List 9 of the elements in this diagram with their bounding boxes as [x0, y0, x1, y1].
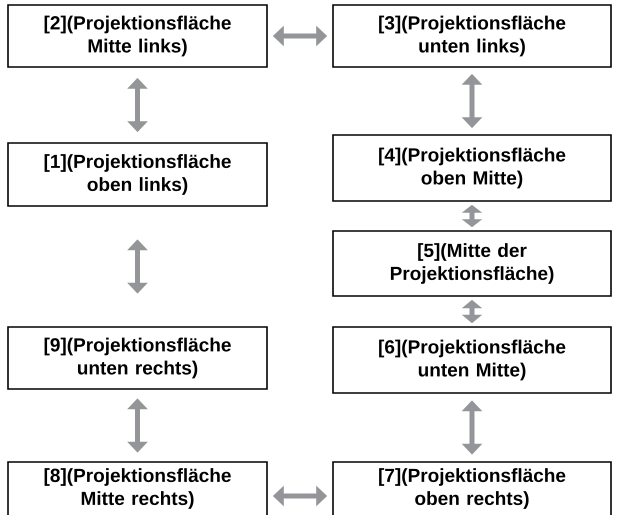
process-box: [1](Projektionsfläche oben links): [7, 142, 268, 207]
process-box: [9](Projektionsfläche unten rechts): [7, 326, 268, 390]
process-box: [2](Projektionsfläche Mitte links): [7, 4, 268, 68]
process-box: [4](Projektionsfläche oben Mitte): [332, 134, 612, 202]
process-box: [5](Mitte der Projektionsfläche): [332, 230, 612, 297]
process-box: [8](Projektionsfläche Mitte rechts): [7, 461, 268, 515]
process-box: [6](Projektionsfläche unten Mitte): [332, 326, 612, 394]
process-box: [7](Projektionsfläche oben rechts): [332, 461, 612, 515]
process-box: [3](Projektionsfläche unten links): [332, 4, 612, 68]
